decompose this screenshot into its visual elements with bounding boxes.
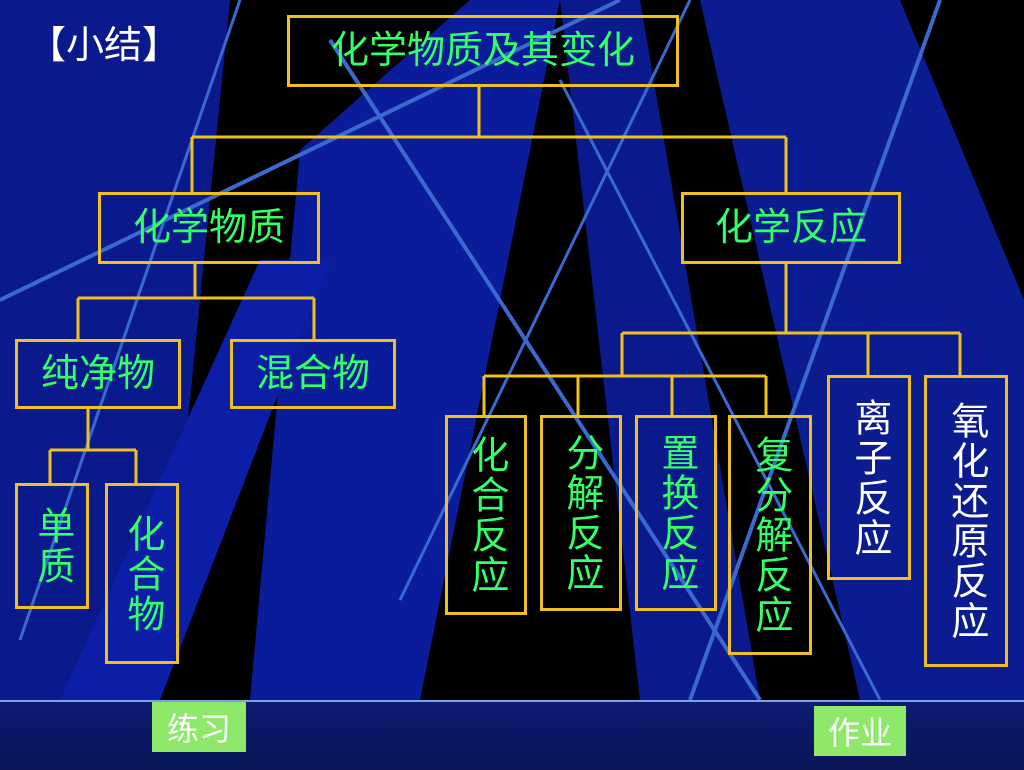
displacement-reaction-node: 置换反应	[635, 415, 717, 611]
light-streak	[398, 0, 692, 601]
practice-button[interactable]: 练习	[152, 702, 246, 752]
element-node: 单质	[15, 483, 89, 609]
light-streak	[0, 0, 621, 302]
light-streak	[328, 38, 762, 702]
beam	[60, 260, 330, 700]
decomposition-reaction-node: 分解反应	[540, 415, 622, 611]
homework-button[interactable]: 作业	[814, 706, 906, 756]
reactions-node: 化学反应	[681, 192, 901, 264]
double-decomposition-reaction-node: 复分解反应	[728, 415, 812, 655]
pure-substance-node: 纯净物	[15, 339, 181, 409]
slide-title: 【小结】	[28, 23, 181, 67]
beam	[250, 0, 560, 700]
mixture-node: 混合物	[230, 339, 396, 409]
ionic-reaction-node: 离子反应	[827, 375, 911, 580]
light-streak	[558, 79, 882, 701]
root-node: 化学物质及其变化	[287, 15, 679, 87]
combination-reaction-node: 化合反应	[445, 415, 527, 615]
light-streak	[18, 0, 242, 641]
substances-node: 化学物质	[98, 192, 320, 264]
beam	[700, 0, 1024, 700]
redox-reaction-node: 氧化还原反应	[924, 375, 1008, 667]
compound-node: 化合物	[105, 483, 179, 664]
light-streak	[688, 0, 942, 701]
